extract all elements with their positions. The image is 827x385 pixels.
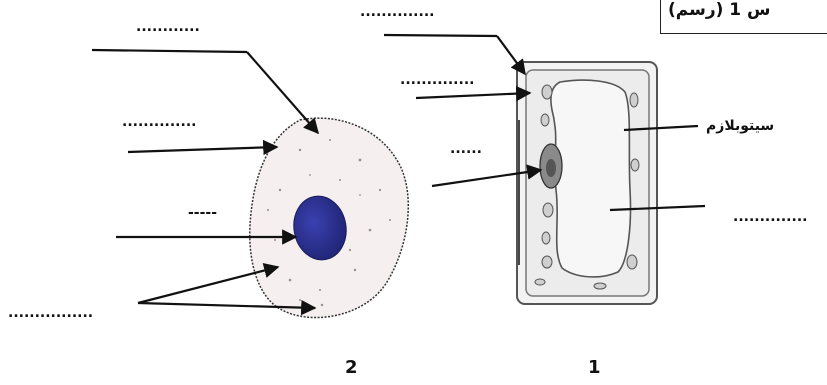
animal-leader-top — [92, 50, 247, 52]
blank-animal-top[interactable]: ............ — [136, 20, 200, 34]
blank-animal-bottom[interactable]: ................ — [8, 306, 93, 320]
figure-number-animal: 2 — [345, 357, 358, 378]
plant-arrow-wall — [497, 36, 525, 74]
figure-number-plant: 1 — [588, 357, 601, 378]
plant-vacuole — [551, 80, 631, 277]
plant-arrow-membrane — [416, 93, 530, 98]
animal-arrow-cytoplasm — [128, 147, 277, 152]
blank-animal-upper[interactable]: .............. — [122, 115, 196, 129]
label-cytoplasm: سيتوبلازم — [706, 118, 774, 134]
blank-animal-mid[interactable]: ----- — [188, 206, 217, 220]
blank-plant-top[interactable]: .............. — [360, 5, 434, 19]
plant-cell — [517, 62, 657, 304]
blank-plant-wall[interactable]: .............. — [400, 73, 474, 87]
animal-arrow-lower-1 — [138, 267, 278, 303]
plant-leader-top — [384, 35, 497, 36]
blank-plant-nucleus[interactable]: ...... — [450, 142, 482, 156]
plant-nucleolus — [546, 159, 556, 177]
blank-plant-vacuole[interactable]: .............. — [733, 210, 807, 224]
animal-arrow-membrane — [247, 52, 318, 133]
